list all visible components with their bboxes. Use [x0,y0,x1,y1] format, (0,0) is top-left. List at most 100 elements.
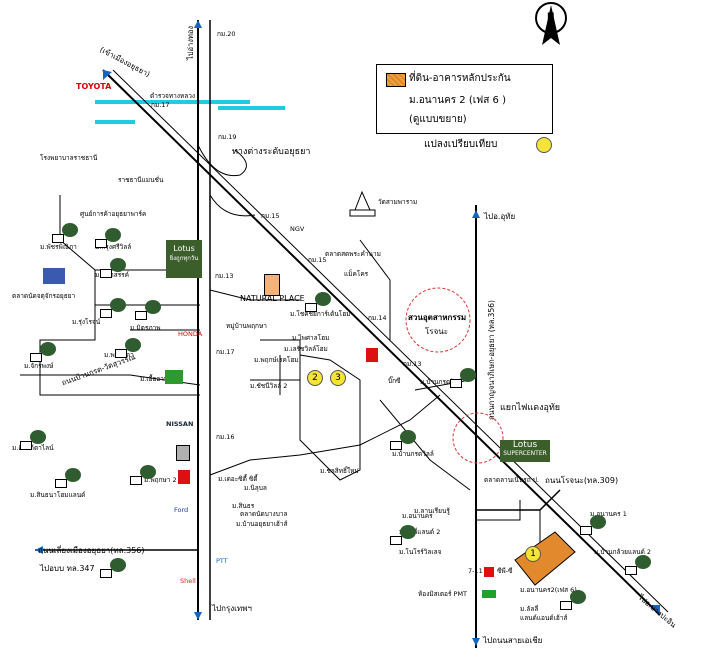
label-bypass: ถนนเลี่ยงเมืองอยุธยา(ทล.356) [38,546,145,555]
village-tree-icon [100,298,130,318]
village-tree-icon [580,515,610,535]
km-19: กม.19 [218,133,237,141]
label-to-bangkok: ไปกรุงเทพฯ [212,604,252,613]
label-jetsada: ม.พฤกษ์เรคโฮม [254,356,299,364]
label-interchange: ทางต่างระดับอยุธยา [232,147,311,157]
label-711: 7-11 [468,567,483,575]
label-shopping: ศูนย์การค้าอยุธยาพาร์ค [80,210,147,218]
village-tree-icon [390,430,420,450]
village-tree-icon [390,525,420,545]
label-to-asia: ไปถนนสายเอเชีย [483,636,543,645]
label-rojana-road: ถนนโรจนะ(ทล.309) [545,476,619,485]
km-16: กม.16 [216,433,235,441]
temple-icon [349,190,376,217]
lotus-logo-2: Lotus SUPERCENTER [500,440,550,462]
label-municipal: ตลาดนัดจตุจักรอยุธยา [12,292,76,300]
label-natural-place: NATURAL PLACE [240,294,305,303]
comparable-3-marker: 3 [330,370,346,386]
village-mid-3: ม.บ้านกรดวิลล์ [392,450,434,458]
legend-title: ที่ดิน-อาคารหลักประกัน [409,73,511,84]
village-left-4: ม.มิตรภาพ [130,324,161,332]
lotus-pin-icon [366,348,378,362]
km-17: กม.17 [151,101,170,109]
village-left-8: ม.ดิสโก้ตาไลน์ [12,444,54,452]
village-right-5: ม.ลัลลี่แลนด์ 2 [399,528,441,536]
village-right-6: ม.โนโรร์วิลเลจ [399,548,442,556]
village-tree-icon [100,258,130,278]
shell-logo: Shell [180,577,196,585]
logo-icon [176,445,190,461]
village-tree-icon [30,342,60,362]
village-mid-1: ม.นิลุบล [244,484,267,492]
village-mid-2: ม.บ้านอยุธยาเฮ้าส์ [236,520,288,528]
label-to-bangban: ไปอบบ ทล.347 [40,564,95,573]
mc-icon [482,590,496,598]
village-right-4: แลนด์แอนด์เฮ้าส์ [520,614,568,622]
label-hospital: โรงพยาบาลราชธานี [40,154,98,162]
label-junction: แยกไฟแดงอุทัย [500,403,561,413]
village-right-1: ม.บ้านกล้วยแลนด์ 2 [594,548,651,556]
village-tree-icon [55,468,85,488]
label-lotus-market: ตลาดสดพระคำนาม [325,250,381,258]
legend-line3: (ดูแบบขยาย) [409,114,467,125]
honda-logo: HONDA [178,330,203,338]
compass-icon [535,2,567,45]
label-kanchana: ถนนกาญจนาภิเษก-อยุธยา (ทล.356) [487,300,496,420]
label-k-home: ม.ชัชนีวิลล์ 2 [250,382,288,390]
subject-parcel [514,531,576,586]
comparable-2-marker: 2 [307,370,323,386]
village-left-3: ม.รุ่งโรจน์ [72,318,101,326]
label-rojana-park: สวนอุตสาหกรรม [408,313,467,322]
village-tree-icon [20,430,50,450]
village-tree-icon [100,558,130,578]
village-left-7: ม.เอื้ออาทร 2 [140,375,178,383]
village-left-2: ม.พนาสรรค์ [95,271,130,279]
compare-label: แปลงเปรียบเทียบ [424,139,498,150]
village-mid-7: ม.ลานเรียนรู้ [414,507,450,515]
label-cp: ซีพี-ซี [497,567,513,575]
junction-circle [452,412,504,464]
legend: ที่ดิน-อาคารหลักประกัน ม.อนานคร 2 (เฟส 6… [376,64,553,134]
subject-swatch [386,73,406,87]
village-mid-0: ม.เดอะซิตี้ ซิตี้ [218,475,258,483]
label-home-pro: หมู่บ้านพฤกษา [226,322,267,330]
toyota-logo: TOYOTA [76,82,112,91]
label-makro: แม็คโคร [344,270,369,278]
label-wat-kham: วัดสามพาราม [378,198,418,206]
village-left-9: ม.สินธนาโฮมแลนด์ [30,491,86,499]
label-jaya: ม.เลรัชวิลล์โฮม [284,345,328,353]
label-police: ตำรวจทางหลวง [150,92,196,100]
label-to-uthai: ไปอ.อุทัย [484,212,516,221]
village-tree-icon [450,368,480,388]
seven-icon [484,567,494,577]
building-icon [43,268,65,284]
km-15: กม.15 [261,212,280,220]
label-honda: ม.ไพศาลโฮม [292,334,330,342]
village-right-2: ม.อนานคร2(เฟส 6) [520,586,577,594]
label-big-c: บิ๊กซี [388,377,401,385]
label-rajathani: ราชธานีแมนชั่น [118,176,164,184]
village-left-0: ม.พัชรพิณิภา [40,243,77,251]
label-lotus-market2: ตลาดลานเนินรถ ป. [484,476,539,484]
label-ngv: NGV [290,225,305,233]
village-right-0: ม.อนานคร 1 [590,510,627,518]
village-tree-icon [305,292,335,312]
village-mid-5: ม.พฤกษา 2 [144,476,177,484]
village-tree-icon [52,223,82,243]
km-17b: กม.17 [216,348,235,356]
km-20: กม.20 [217,30,236,38]
label-teacher: ม.บ้านกรดวิลล์ [420,378,462,386]
village-tree-icon [625,555,655,575]
km-13: กม.13 [215,272,234,280]
km-13b: กม.13 [403,360,422,368]
ford-logo: Ford [174,506,189,514]
village-tree-icon [560,590,590,610]
label-village-nakorn: ม.โชคชัยการ์เด้นโฮม [290,310,351,318]
nissan-logo: NISSAN [166,420,194,428]
village-left-6: ม.จักรพงษ์ [24,362,54,370]
km-14: กม.14 [368,314,387,322]
village-mid-4: ม.ชลสิทธิ์ใหม่ [320,467,359,475]
asian-highway [102,69,661,616]
village-tree-icon [130,465,160,485]
